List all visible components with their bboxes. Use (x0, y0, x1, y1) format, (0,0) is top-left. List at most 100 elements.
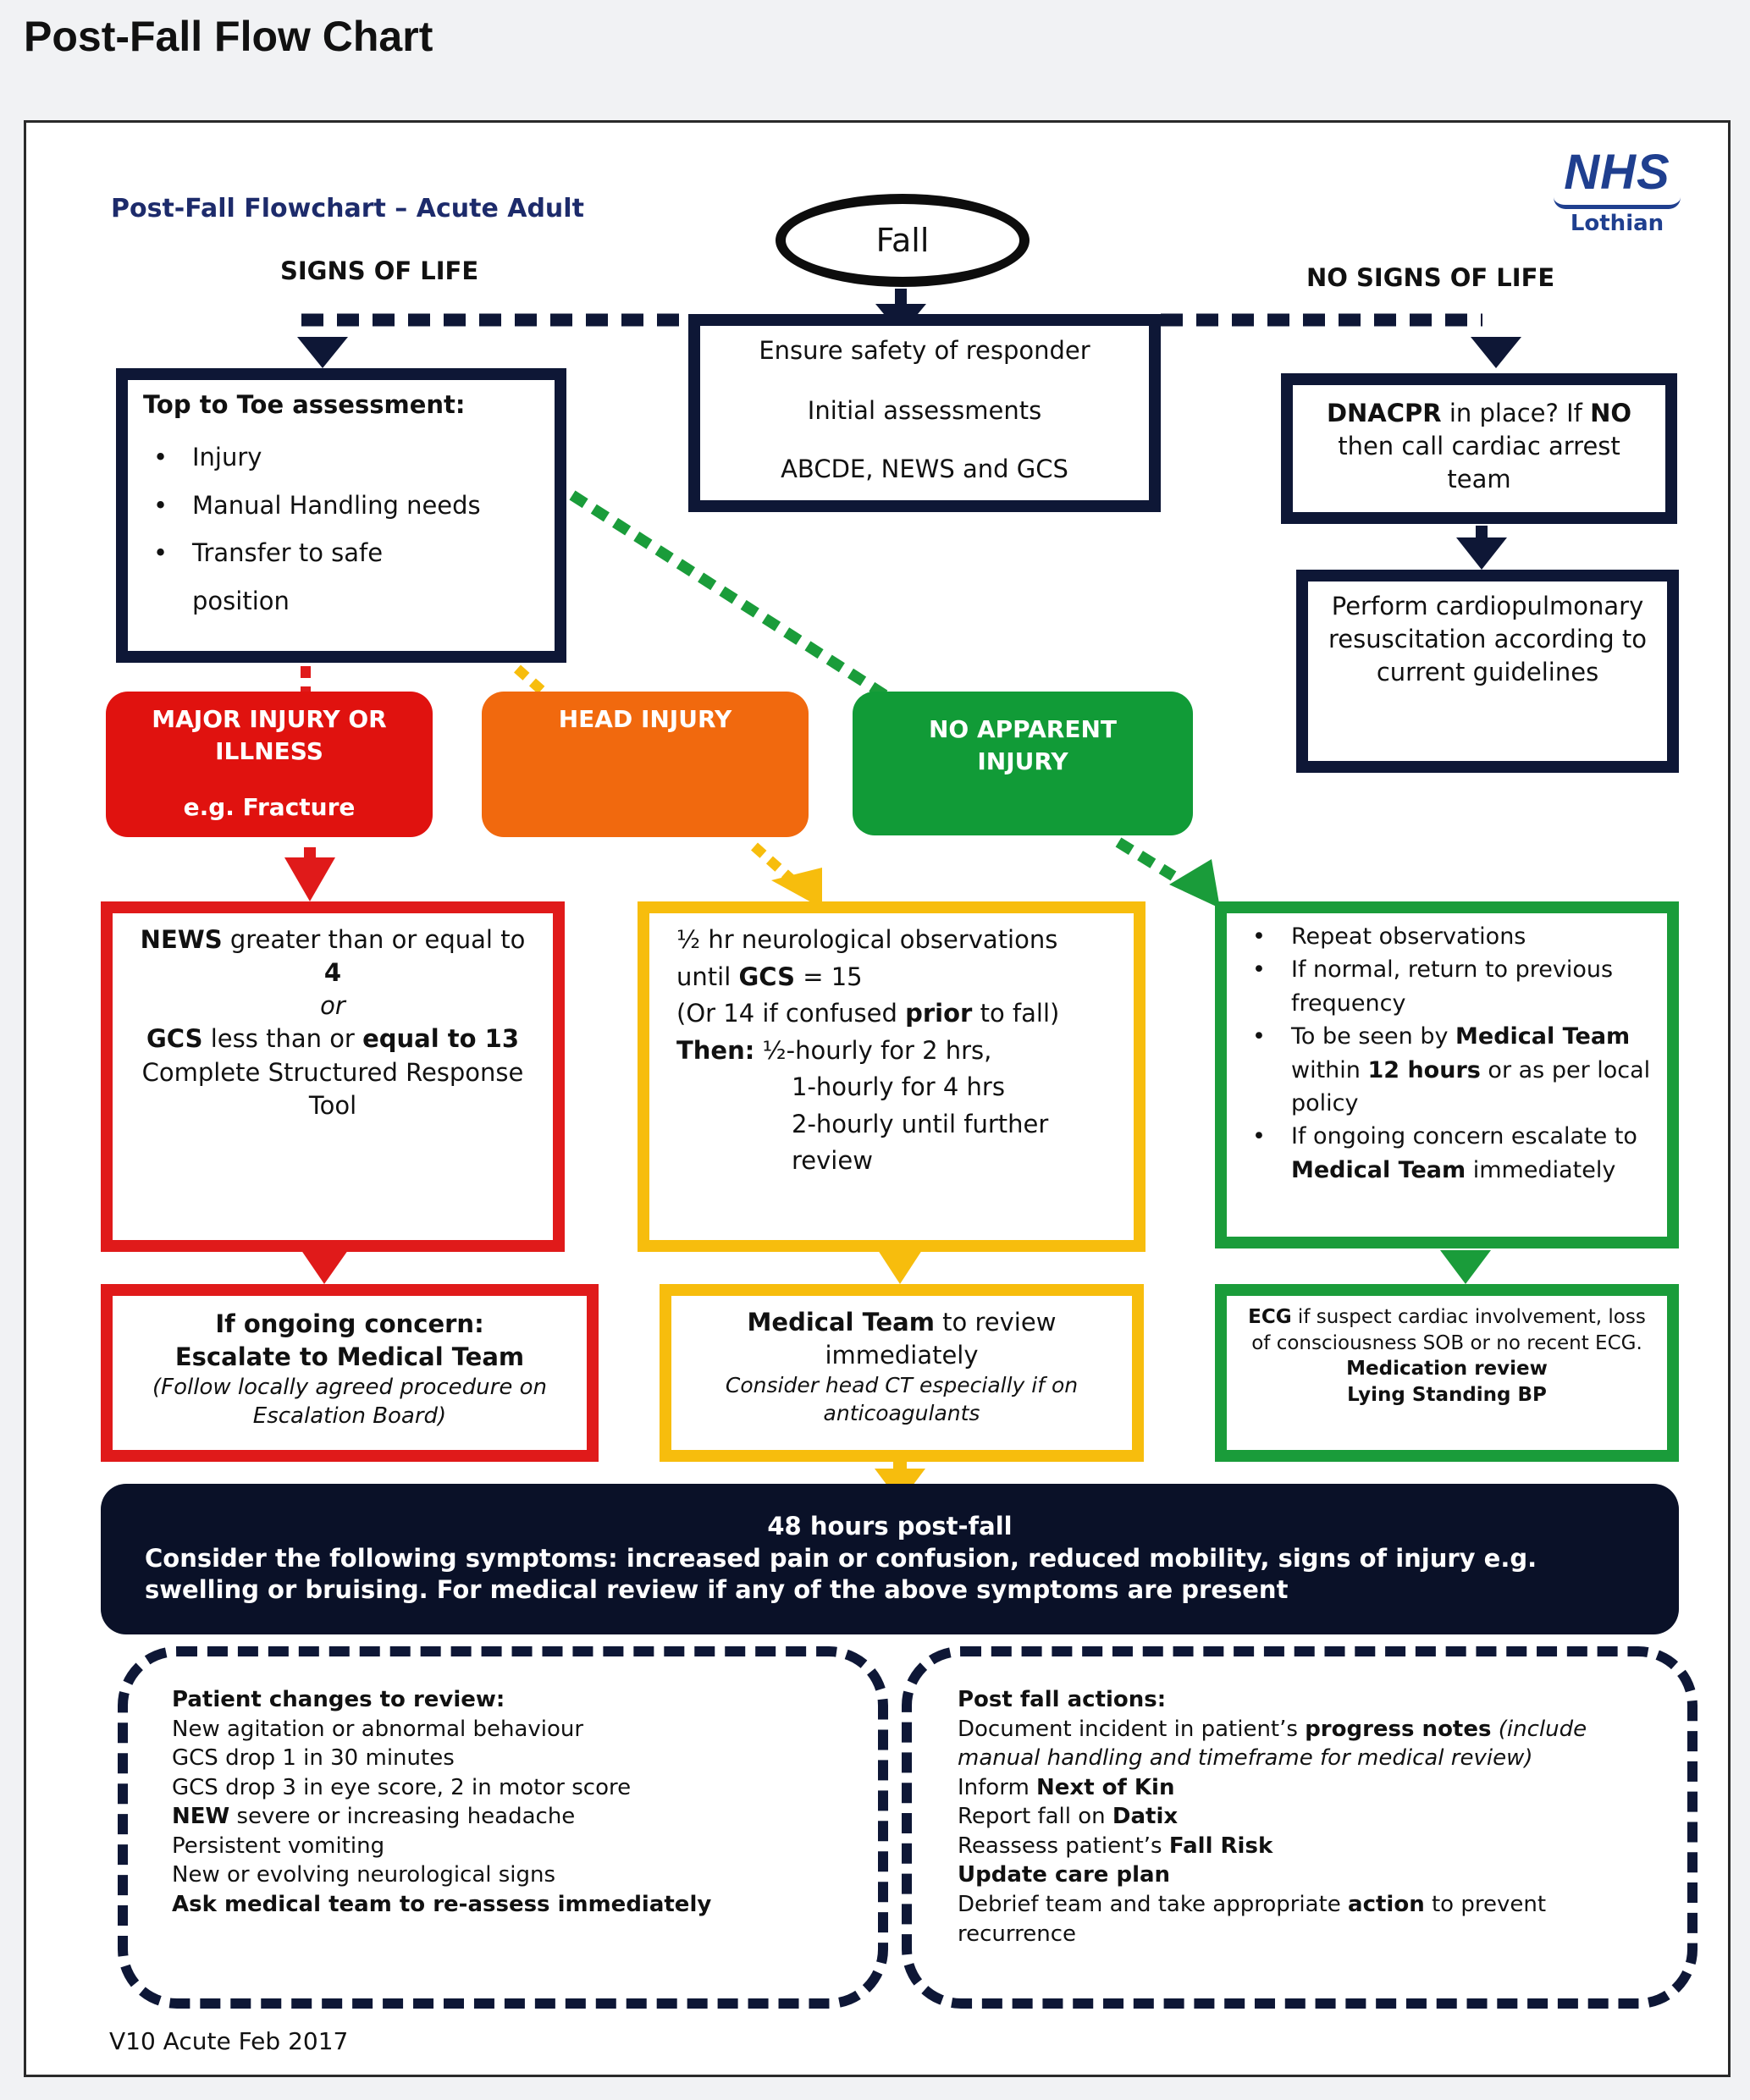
green-i3a: To be seen by (1291, 1023, 1456, 1050)
post-fall-actions-heading: Post fall actions: (958, 1687, 1167, 1712)
fall-start-node: Fall (776, 194, 1030, 287)
arrow-to-news-box (284, 857, 335, 901)
patient-change-2: GCS drop 1 in 30 minutes (172, 1745, 455, 1772)
initial-assessment-box: Ensure safety of responder Initial asses… (688, 314, 1161, 512)
list-item: Transfer to safe position (138, 529, 451, 625)
action-6b: action (1348, 1892, 1425, 1918)
no-signs-of-life-label: NO SIGNS OF LIFE (1306, 263, 1555, 292)
neuro-l3c: to fall) (972, 999, 1060, 1028)
green-i3d: 12 hours (1367, 1056, 1481, 1083)
news-gcs-box: NEWS greater than or equal to 4 or GCS l… (101, 901, 565, 1252)
dnacpr-t2: then call cardiac arrest team (1338, 432, 1620, 494)
neuro-l2b: GCS (738, 962, 795, 991)
neuro-l4b: ½-hourly for 2 hrs, (754, 1035, 992, 1065)
review-l1b: to review immediately (825, 1308, 1057, 1370)
patient-change-4-bold: NEW (172, 1804, 230, 1830)
action-3a: Report fall on (958, 1804, 1112, 1830)
head-injury-category: HEAD INJURY (482, 692, 809, 837)
neuro-l2c: = 15 (794, 962, 863, 991)
patient-change-7: Ask medical team to re-assess immediatel… (172, 1892, 712, 1918)
neuro-line-3: (Or 14 if confused prior to fall) (676, 995, 1107, 1033)
initial-line-2: Initial assessments (807, 396, 1042, 426)
48-hours-body: Consider the following symptoms: increas… (145, 1543, 1537, 1605)
list-item: If ongoing concern escalate to Medical T… (1237, 1120, 1657, 1187)
connector-none-repeat (1115, 837, 1177, 881)
no-apparent-injury-label: NO APPARENT INJURY (928, 715, 1118, 775)
action-6: Debrief team and take appropriate action… (958, 1890, 1648, 1948)
top-to-toe-list: Injury Manual Handling needs Transfer to… (138, 433, 544, 625)
green-i4c: immediately (1466, 1156, 1616, 1183)
nhs-lothian-logo: NHS Lothian (1545, 148, 1689, 236)
fall-label: Fall (875, 222, 930, 259)
major-injury-label: MAJOR INJURY OR ILLNESS (152, 705, 387, 765)
signs-of-life-label: SIGNS OF LIFE (280, 256, 479, 285)
patient-change-1: New agitation or abnormal behaviour (172, 1716, 584, 1742)
ecg-l1a: ECG (1248, 1306, 1292, 1328)
action-1a: Document incident in patient’s (958, 1716, 1306, 1742)
neuro-line-4: Then: ½-hourly for 2 hrs, (676, 1033, 1107, 1070)
connector-to-none (569, 490, 893, 703)
action-1b: progress notes (1305, 1716, 1492, 1742)
medical-review-box: Medical Team to review immediately Consi… (660, 1284, 1144, 1462)
cpr-box: Perform cardiopulmonary resuscitation ac… (1296, 570, 1679, 773)
escalate-box: If ongoing concern: Escalate to Medical … (101, 1284, 599, 1462)
action-3: Report fall on Datix (958, 1802, 1648, 1832)
gcs-line: GCS less than or equal to 13 (128, 1022, 538, 1056)
dnacpr-box: DNACPR in place? If NO then call cardiac… (1281, 373, 1677, 524)
structured-response: Complete Structured Response Tool (141, 1057, 524, 1120)
dnacpr-b2: NO (1590, 399, 1632, 427)
green-i3b: Medical Team (1455, 1023, 1631, 1050)
list-item: Manual Handling needs (138, 482, 544, 530)
escalate-line-3: (Follow locally agreed procedure on Esca… (152, 1375, 547, 1430)
action-2b: Next of Kin (1036, 1774, 1175, 1800)
news-t1: greater than or equal to (222, 925, 526, 954)
list-item: To be seen by Medical Team within 12 hou… (1237, 1020, 1657, 1120)
no-apparent-injury-category: NO APPARENT INJURY (853, 692, 1193, 835)
review-l1a: Medical Team (747, 1308, 935, 1337)
action-4a: Reassess patient’s (958, 1833, 1169, 1859)
chart-title: Post-Fall Flowchart – Acute Adult (111, 194, 584, 223)
green-i4a: If ongoing concern escalate to (1291, 1123, 1637, 1150)
ecg-line-1: ECG if suspect cardiac involvement, loss… (1239, 1304, 1655, 1356)
list-item: Repeat observations (1237, 920, 1657, 954)
major-injury-example: e.g. Fracture (183, 792, 356, 821)
neuro-obs-box: ½ hr neurological observations until GCS… (638, 901, 1146, 1252)
patient-change-6: New or evolving neurological signs (172, 1862, 556, 1888)
flowchart-frame: Post-Fall Flowchart – Acute Adult NHS Lo… (24, 120, 1731, 2077)
initial-line-1: Ensure safety of responder (759, 336, 1090, 365)
ecg-line-3: Lying Standing BP (1347, 1383, 1547, 1406)
patient-change-4-text: severe or increasing headache (229, 1804, 576, 1830)
news-or: or (320, 991, 345, 1021)
ecg-box: ECG if suspect cardiac involvement, loss… (1215, 1284, 1679, 1462)
nhs-swoosh (1554, 197, 1681, 209)
green-i4b: Medical Team (1291, 1156, 1466, 1183)
patient-change-5: Persistent vomiting (172, 1833, 385, 1859)
ecg-l1b: if suspect cardiac involvement, loss of … (1251, 1306, 1646, 1354)
list-item: Injury (138, 433, 544, 482)
dnacpr-t1: in place? If (1441, 399, 1591, 427)
green-i3e: or as per local policy (1291, 1056, 1651, 1117)
gcs-b3: GCS (146, 1024, 203, 1054)
neuro-line-5: 1-hourly for 4 hrs (792, 1072, 1005, 1101)
escalate-line-1: If ongoing concern: (215, 1309, 484, 1338)
repeat-obs-box: Repeat observations If normal, return to… (1215, 901, 1679, 1248)
page-title: Post-Fall Flow Chart (24, 13, 433, 60)
action-2a: Inform (958, 1774, 1037, 1800)
action-2: Inform Next of Kin (958, 1773, 1648, 1803)
neuro-line-1: ½ hr neurological observations (676, 925, 1058, 954)
patient-change-4: NEW severe or increasing headache (172, 1802, 839, 1832)
neuro-l2a: until (676, 962, 739, 991)
connector-head-neuro (751, 842, 796, 885)
review-line-1: Medical Team to review immediately (685, 1306, 1118, 1372)
48-hours-bar: 48 hours post-fall Consider the followin… (101, 1484, 1679, 1634)
action-1: Document incident in patient’s progress … (958, 1715, 1648, 1773)
action-5: Update care plan (958, 1862, 1171, 1888)
green-i3c: within (1291, 1056, 1368, 1083)
patient-changes-heading: Patient changes to review: (172, 1687, 505, 1712)
gcs-t3: less than or (202, 1024, 363, 1054)
news-b2: 4 (323, 958, 342, 988)
list-item: If normal, return to previous frequency (1237, 953, 1657, 1020)
action-3b: Datix (1112, 1804, 1179, 1830)
arrow-to-ecg-box (1440, 1250, 1491, 1284)
action-1c: (include manual handling and timeframe f… (958, 1716, 1587, 1772)
